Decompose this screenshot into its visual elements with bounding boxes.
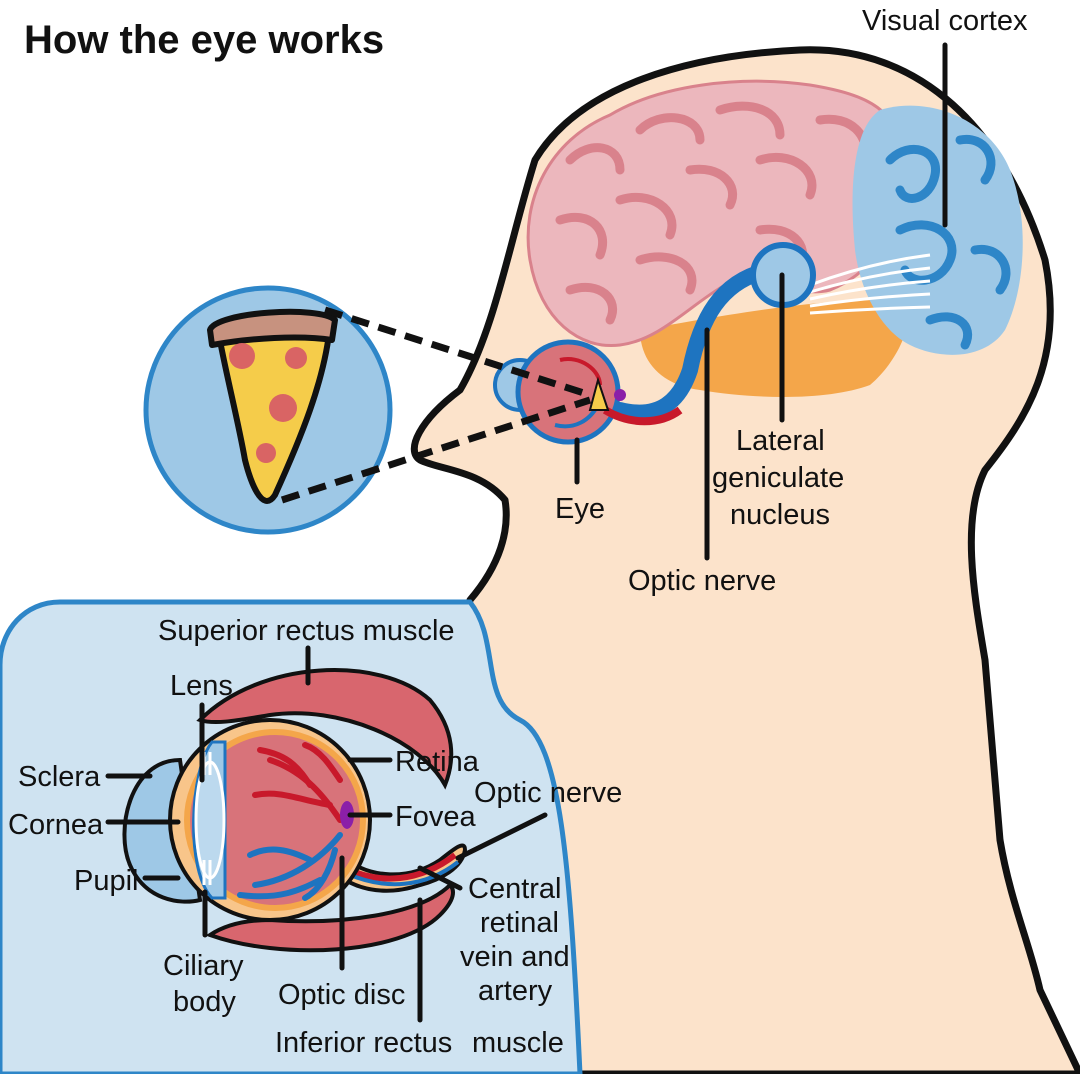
label-optic-nerve-detail: Optic nerve	[474, 777, 622, 809]
eye-cross-section	[122, 668, 468, 953]
superior-rectus-muscle	[196, 668, 454, 790]
label-sclera: Sclera	[18, 761, 101, 793]
pizza-callout	[143, 285, 592, 535]
label-optic-disc: Optic disc	[278, 979, 405, 1011]
label-eye: Eye	[555, 493, 605, 525]
pizza-crust	[207, 308, 338, 348]
sight-line-bottom	[280, 396, 592, 504]
label-fovea: Fovea	[395, 801, 476, 833]
pointer-lines	[105, 42, 948, 1023]
label-lateral-geniculate-1: Lateral	[736, 425, 825, 457]
label-central-retinal-4: artery	[478, 975, 553, 1007]
page-title: How the eye works	[24, 18, 384, 62]
label-pupil: Pupil	[74, 865, 139, 897]
label-optic-nerve-head: Optic nerve	[628, 565, 776, 597]
optic-pathway	[612, 262, 778, 421]
label-lateral-geniculate-3: nucleus	[730, 499, 830, 531]
label-ciliary-body-1: Ciliary	[163, 950, 244, 982]
label-lateral-geniculate-2: geniculate	[712, 462, 844, 494]
brain	[526, 79, 1023, 421]
label-central-retinal-3: vein and	[460, 941, 570, 973]
label-visual-cortex: Visual cortex	[862, 5, 1028, 37]
label-superior-rectus: Superior rectus muscle	[158, 615, 455, 647]
label-retina: Retina	[395, 746, 480, 778]
label-lens: Lens	[170, 670, 233, 702]
head-eye	[493, 339, 683, 445]
label-inferior-rectus: Inferior rectus	[275, 1027, 452, 1059]
sight-line-top	[323, 306, 592, 399]
label-central-retinal-2: retinal	[480, 907, 559, 939]
fovea	[340, 801, 354, 829]
label-central-retinal-1: Central	[468, 873, 562, 905]
label-ciliary-body-2: body	[173, 986, 236, 1018]
label-cornea: Cornea	[8, 809, 104, 841]
label-muscle: muscle	[472, 1027, 564, 1059]
